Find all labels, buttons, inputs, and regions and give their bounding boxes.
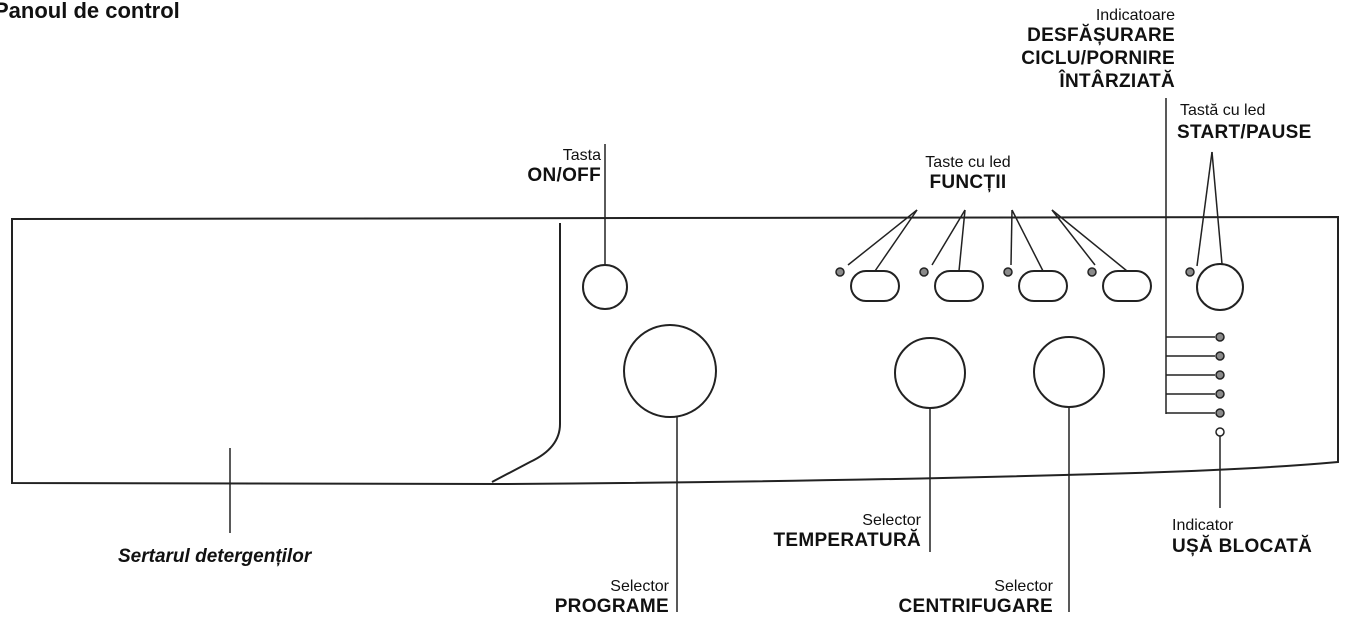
start-pause-label: START/PAUSE xyxy=(1177,122,1312,143)
programs-label-small: Selector xyxy=(610,578,669,595)
functions-label: FUNCȚII xyxy=(929,172,1007,193)
function-button-1 xyxy=(850,270,900,302)
programs-label: PROGRAME xyxy=(554,596,669,617)
start-pause-led xyxy=(1185,267,1195,277)
cycle-led-1 xyxy=(1215,332,1225,342)
drawer-label: Sertarul detergenților xyxy=(118,546,312,567)
spin-label-small: Selector xyxy=(994,578,1053,595)
panel-outline xyxy=(11,215,1339,486)
door-label: UȘĂ BLOCATĂ xyxy=(1172,536,1313,557)
functions-label-small: Taste cu led xyxy=(925,154,1011,171)
indicators-label-line-3: ÎNTÂRZIATĂ xyxy=(1059,71,1175,92)
function-button-3 xyxy=(1018,270,1068,302)
function-led-1 xyxy=(835,267,845,277)
function-led-3 xyxy=(1003,267,1013,277)
function-button-2 xyxy=(934,270,984,302)
cycle-led-2 xyxy=(1215,351,1225,361)
panel-title: Panoul de control xyxy=(0,0,180,23)
indicators-label-small: Indicatoare xyxy=(1095,7,1175,24)
spin-knob xyxy=(1033,336,1105,408)
function-button-4 xyxy=(1102,270,1152,302)
start-pause-label-small: Tastă cu led xyxy=(1180,102,1266,119)
spin-label: CENTRIFUGARE xyxy=(898,596,1053,617)
temperature-label-small: Selector xyxy=(862,512,921,529)
on-off-label: ON/OFF xyxy=(527,165,601,186)
door-lock-led xyxy=(1215,427,1225,437)
function-led-2 xyxy=(919,267,929,277)
indicators-label-line-1: DESFĂȘURARE xyxy=(1027,25,1175,46)
programs-knob xyxy=(623,324,717,418)
temperature-label: TEMPERATURĂ xyxy=(773,530,921,551)
on-off-button xyxy=(582,264,628,310)
cycle-led-5 xyxy=(1215,408,1225,418)
drawer-separator xyxy=(491,223,561,483)
cycle-led-3 xyxy=(1215,370,1225,380)
function-led-4 xyxy=(1087,267,1097,277)
indicators-label-line-2: CICLU/PORNIRE xyxy=(1021,48,1175,69)
door-label-small: Indicator xyxy=(1172,517,1234,534)
temperature-knob xyxy=(894,337,966,409)
start-pause-button xyxy=(1196,263,1244,311)
cycle-led-4 xyxy=(1215,389,1225,399)
on-off-label-small: Tasta xyxy=(562,147,601,164)
